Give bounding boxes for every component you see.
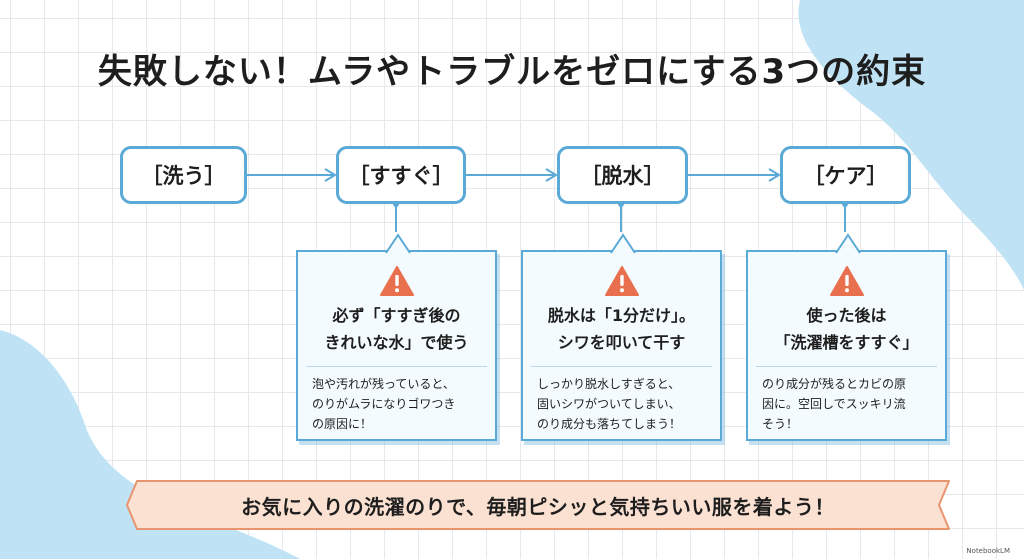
step-wash: ［洗う］ bbox=[120, 146, 247, 204]
tip-heading: 使った後は 「洗濯槽をすすぐ」 bbox=[774, 306, 919, 352]
step-rinse: ［すすぐ］ bbox=[336, 146, 466, 204]
corner-mark: NotebookLM bbox=[966, 547, 1010, 555]
tip-card-spin: 脱水は「1分だけ」。 シワを叩いて干す しっかり脱水しすぎると、 固いシワがつい… bbox=[521, 233, 722, 441]
tip-body: 泡や汚れが残っていると、 のりがムラになりゴワつき の原因に！ bbox=[312, 377, 456, 431]
tip-card-rinse: 必ず「すすぎ後の きれいな水」で使う 泡や汚れが残っていると、 のりがムラになり… bbox=[296, 233, 497, 441]
tip-heading: 脱水は「1分だけ」。 シワを叩いて干す bbox=[547, 306, 696, 352]
card-pointer bbox=[610, 233, 636, 254]
step-care-label: ［ケア］ bbox=[803, 164, 888, 188]
step-rinse-label: ［すすぐ］ bbox=[348, 164, 454, 188]
page-title: 失敗しない！ムラやトラブルをゼロにする3つの約束 bbox=[97, 52, 927, 92]
card-pointer bbox=[835, 233, 861, 254]
background-blob-top-right bbox=[798, 0, 1024, 290]
tip-card-care: 使った後は 「洗濯槽をすすぐ」 のり成分が残るとカビの原 因に。空回しでスッキリ… bbox=[746, 233, 947, 441]
tip-heading: 必ず「すすぎ後の きれいな水」で使う bbox=[324, 306, 469, 352]
step-spin: ［脱水］ bbox=[557, 146, 688, 204]
warning-icon bbox=[748, 266, 945, 296]
message-banner: お気に入りの洗濯のりで、毎朝ピシッと気持ちいい服を着よう！ bbox=[241, 494, 835, 519]
message-banner-shape bbox=[126, 480, 950, 530]
card-divider bbox=[531, 366, 712, 367]
card-pointer bbox=[385, 233, 411, 254]
step-care: ［ケア］ bbox=[780, 146, 911, 204]
card-divider bbox=[306, 366, 487, 367]
tip-body: のり成分が残るとカビの原 因に。空回しでスッキリ流 そう！ bbox=[762, 377, 907, 431]
warning-icon bbox=[298, 266, 495, 296]
step-wash-label: ［洗う］ bbox=[141, 164, 226, 188]
background-blob-bottom-left bbox=[0, 330, 300, 559]
tip-body: しっかり脱水しすぎると、 固いシワがついてしまい、 のり成分も落ちてしまう！ bbox=[537, 377, 682, 431]
warning-icon bbox=[523, 266, 720, 296]
step-spin-label: ［脱水］ bbox=[580, 164, 665, 188]
card-divider bbox=[756, 366, 937, 367]
